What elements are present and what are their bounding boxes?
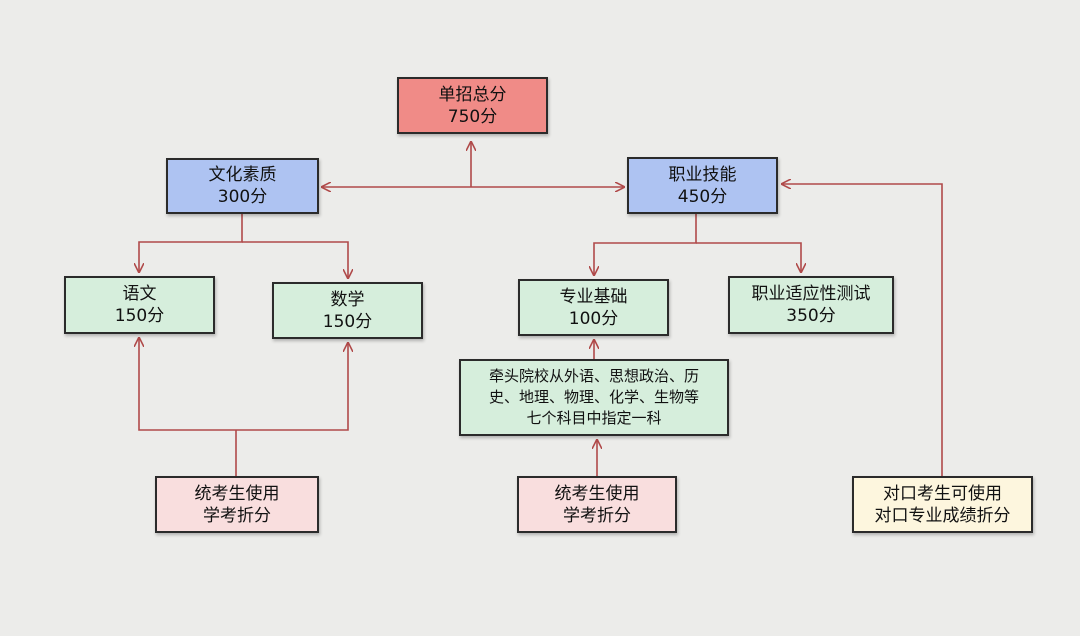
culture-to-chinese-connector	[139, 214, 243, 272]
unified-left-line1: 统考生使用	[194, 483, 280, 504]
subject-note-line3: 七个科目中指定一科	[526, 409, 662, 427]
subject-note-line1: 牵头院校从外语、思想政治、历	[488, 367, 699, 385]
chinese-title: 语文	[122, 284, 157, 304]
vocational-to-aptitude-connector	[696, 242, 801, 272]
unified-exam-left-box: 统考生使用 学考折分	[155, 476, 319, 533]
aptitude-test-box: 职业适应性测试 350分	[728, 276, 894, 334]
unified-mid-line2: 学考折分	[563, 505, 631, 526]
culture-quality-score: 300分	[217, 187, 268, 207]
vocational-skill-box: 职业技能 450分	[627, 157, 778, 214]
aptitude-test-score: 350分	[786, 306, 836, 326]
left-feed-to-chinese-connector	[139, 338, 236, 431]
professional-base-title: 专业基础	[559, 286, 628, 307]
counterpart-line2: 对口专业成绩折分	[874, 505, 1011, 526]
math-title: 数学	[330, 289, 365, 310]
total-score-value: 750分	[447, 106, 498, 127]
vocational-skill-score: 450分	[677, 186, 728, 207]
designated-subject-note: 牵头院校从外语、思想政治、历 史、地理、物理、化学、生物等 七个科目中指定一科	[459, 359, 729, 436]
culture-quality-title: 文化素质	[208, 165, 277, 185]
math-score: 150分	[322, 311, 373, 332]
unified-left-line2: 学考折分	[203, 505, 271, 526]
total-score-box: 单招总分 750分	[397, 77, 548, 134]
math-box: 数学 150分	[272, 282, 423, 339]
unified-mid-line1: 统考生使用	[554, 483, 640, 504]
culture-to-math-connector	[242, 241, 348, 278]
vocational-skill-title: 职业技能	[668, 164, 737, 185]
subject-note-line2: 史、地理、物理、化学、生物等	[488, 388, 699, 406]
chinese-box: 语文 150分	[64, 276, 215, 334]
culture-quality-box: 文化素质 300分	[166, 158, 319, 214]
total-score-title: 单招总分	[438, 84, 507, 105]
counterpart-to-vocational-connector	[782, 184, 943, 476]
left-feed-to-math-connector	[236, 343, 348, 431]
vocational-to-base-connector	[594, 214, 697, 275]
counterpart-exam-box: 对口考生可使用 对口专业成绩折分	[852, 476, 1033, 533]
professional-base-box: 专业基础 100分	[518, 279, 669, 336]
chinese-score: 150分	[114, 306, 165, 326]
aptitude-test-title: 职业适应性测试	[751, 284, 871, 304]
unified-exam-mid-box: 统考生使用 学考折分	[517, 476, 677, 533]
counterpart-line1: 对口考生可使用	[883, 483, 1002, 504]
professional-base-score: 100分	[568, 308, 619, 329]
